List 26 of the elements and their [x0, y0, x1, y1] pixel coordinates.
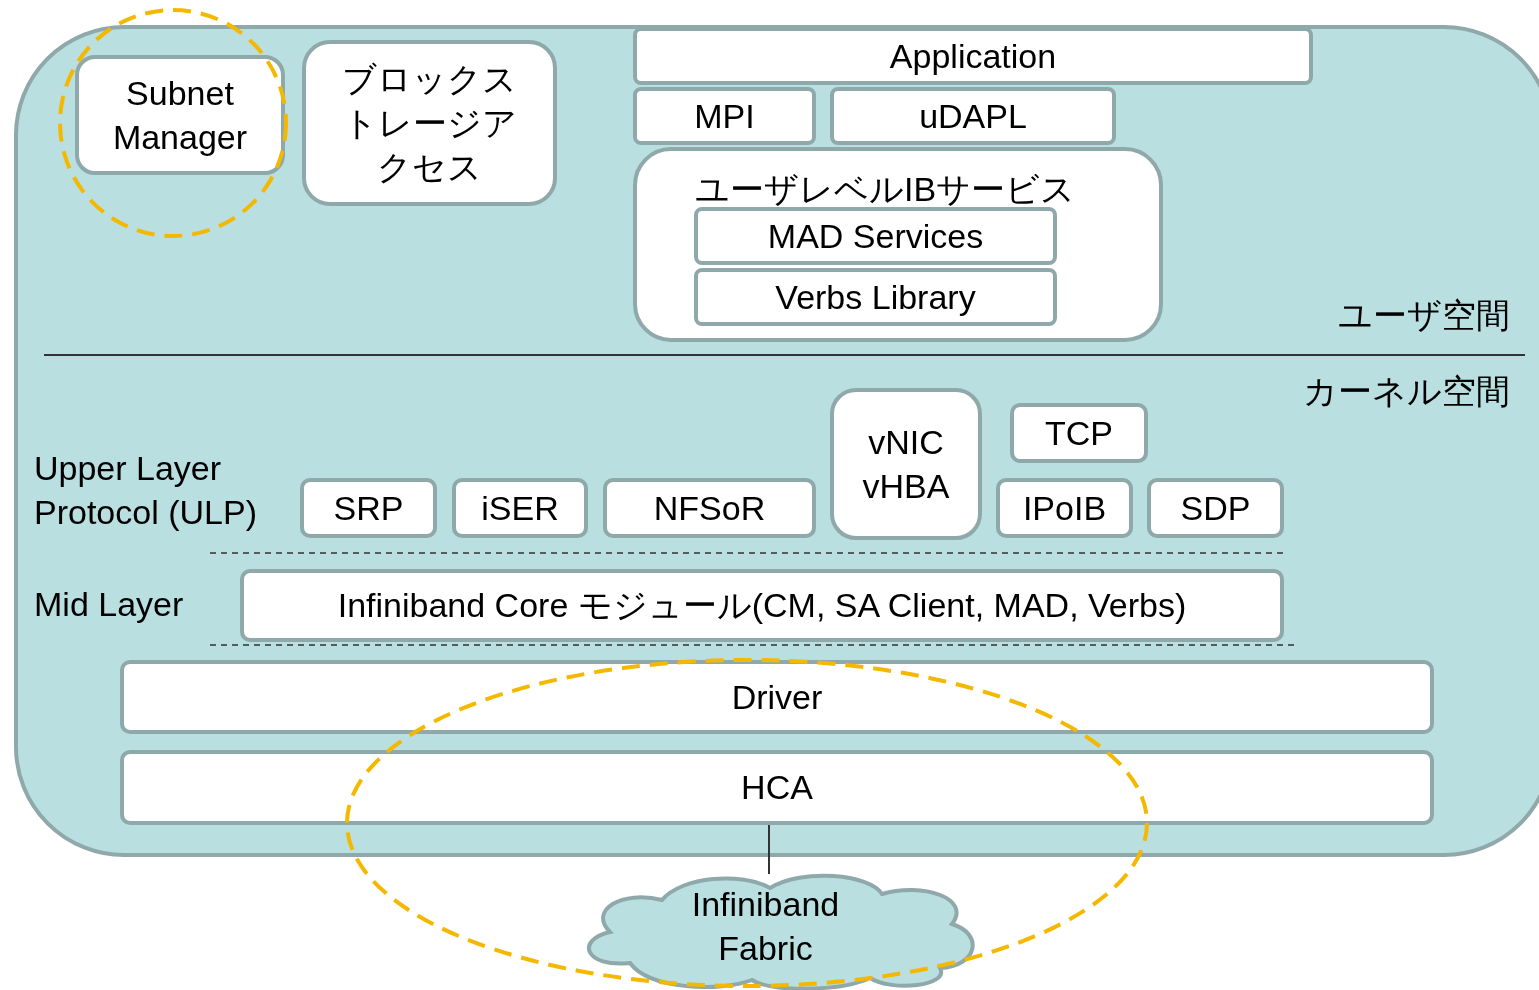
system-panel — [14, 25, 1539, 857]
layer-box: Subnet Manager — [75, 55, 285, 175]
layer-box: MAD Services — [694, 207, 1057, 265]
layer-box: SDP — [1147, 478, 1284, 538]
layer-box: ブロックストレージアクセス — [302, 40, 557, 206]
layer-box: IPoIB — [996, 478, 1133, 538]
layer-box: NFSoR — [603, 478, 816, 538]
layer-box: Verbs Library — [694, 268, 1057, 326]
cloud-label: Infiniband Fabric — [690, 884, 841, 970]
layer-box: iSER — [452, 478, 588, 538]
connector-line — [768, 824, 770, 875]
layer-box: Application — [633, 27, 1313, 85]
layer-label: Mid Layer — [34, 584, 185, 625]
layer-box: TCP — [1010, 403, 1148, 463]
layer-box: SRP — [300, 478, 437, 538]
layer-box: Driver — [120, 660, 1434, 734]
layer-box: MPI — [633, 87, 816, 145]
layer-box: vNIC vHBA — [830, 388, 982, 540]
layer-label: Upper Layer Protocol (ULP) — [34, 448, 258, 534]
group-heading: ユーザレベルIBサービス — [695, 169, 1076, 210]
region-label: カーネル空間 — [1303, 371, 1510, 412]
service-group-box — [633, 147, 1163, 342]
layer-box: HCA — [120, 750, 1434, 825]
layer-box: Infiniband Core モジュール(CM, SA Client, MAD, Verbs) — [240, 569, 1284, 642]
region-label: ユーザ空間 — [1338, 295, 1510, 336]
layer-box: uDAPL — [830, 87, 1116, 145]
